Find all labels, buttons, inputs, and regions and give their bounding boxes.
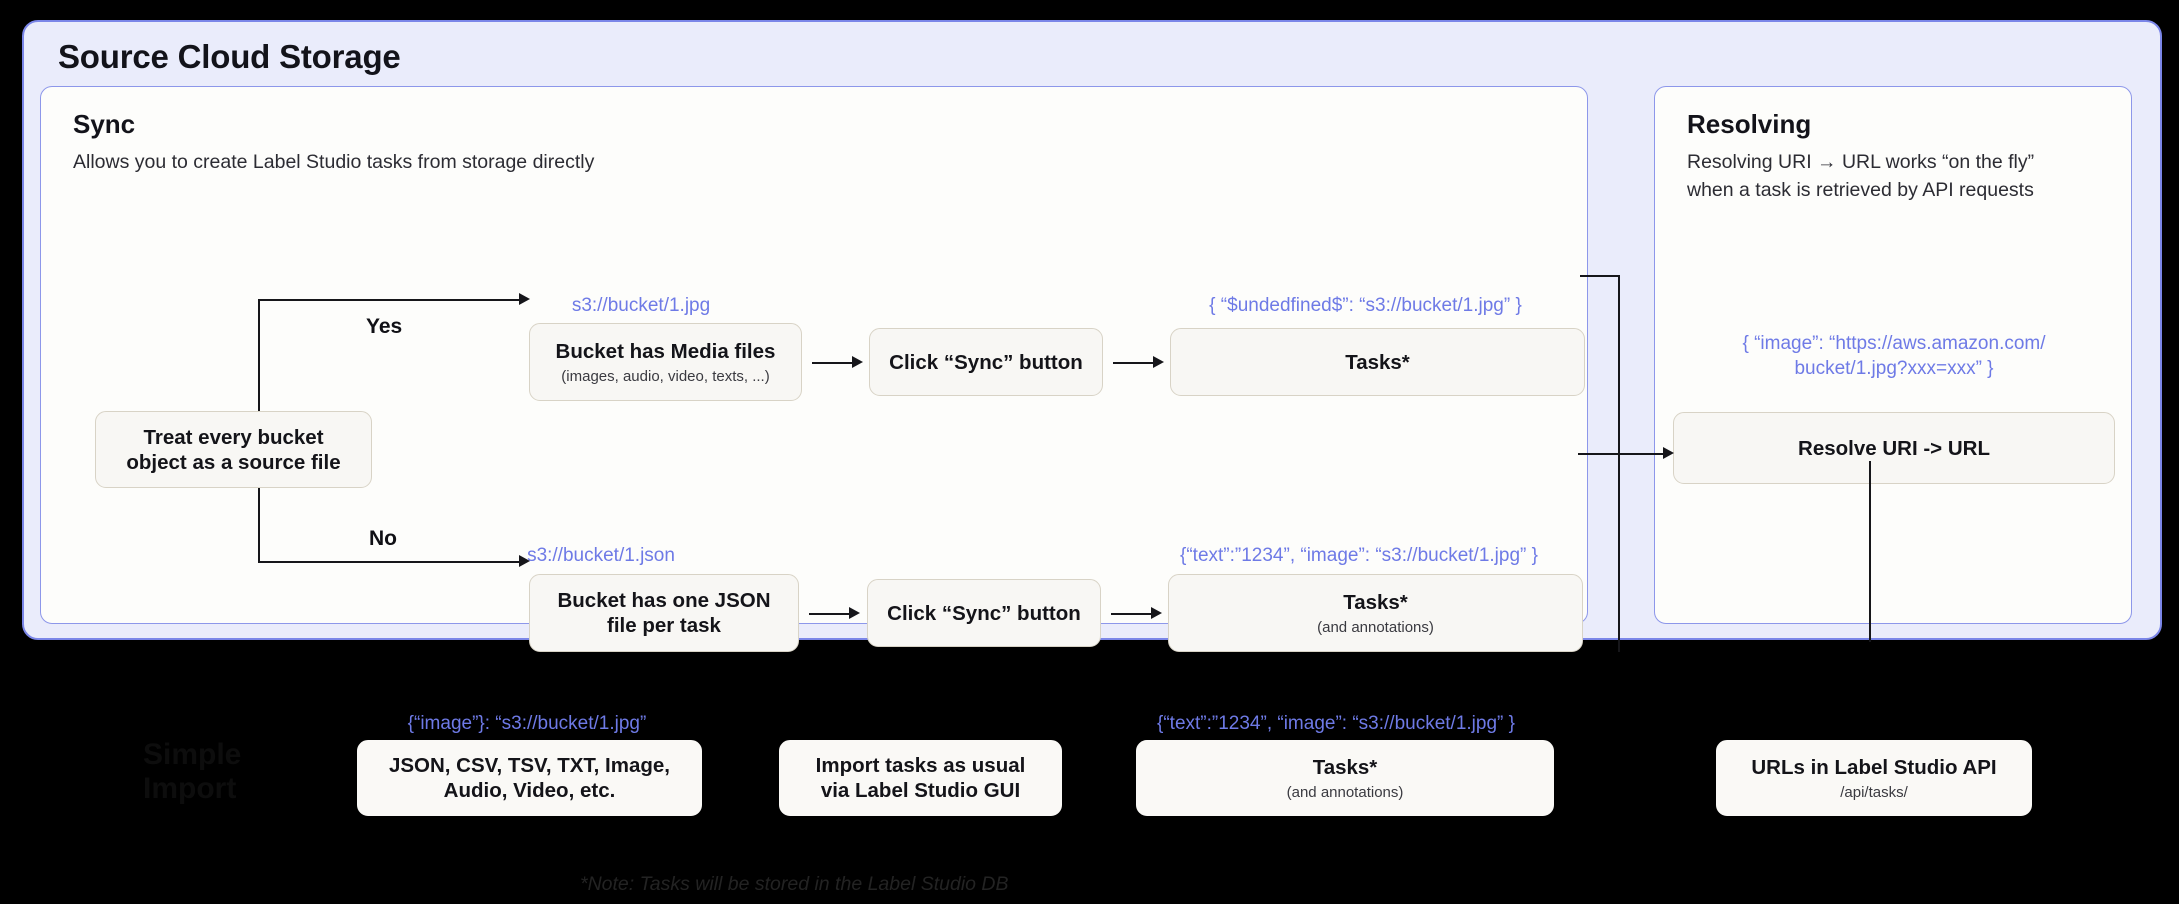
node-label: Bucket has Media files	[555, 339, 776, 363]
node-label: Tasks*	[1312, 755, 1378, 779]
annotation-media-uri: s3://bucket/1.jpg	[571, 295, 711, 316]
annotation-simple-import-formats: {“image”}: “s3://bucket/1.jpg”	[407, 713, 647, 734]
simple-import-section-title: Simple Import	[143, 738, 242, 805]
annotation-json-uri: s3://bucket/1.json	[527, 545, 675, 566]
panel-title: Source Cloud Storage	[58, 38, 401, 75]
arrow-head-no	[519, 554, 530, 567]
connector-tasks-media-exit	[1580, 275, 1620, 277]
arrow-head-json-to-sync	[849, 606, 860, 619]
annotation-tasks-json: {“text”:”1234”, “image”: “s3://bucket/1.…	[1180, 545, 1538, 566]
node-tasks-json[interactable]: Tasks* (and annotations)	[1168, 574, 1583, 652]
node-bucket-has-media-files[interactable]: Bucket has Media files (images, audio, v…	[529, 323, 802, 401]
node-label: Click “Sync” button	[887, 601, 1081, 625]
node-treat-every-bucket-object[interactable]: Treat every bucket object as a source fi…	[95, 411, 372, 488]
node-label: Tasks*	[1343, 590, 1408, 614]
node-sublabel: (and annotations)	[1317, 618, 1434, 636]
annotation-resolved-url: { “image”: “https://aws.amazon.com/ buck…	[1742, 333, 2046, 379]
arrow-sync-to-tasks-media	[1113, 362, 1157, 364]
node-label: Treat every bucket object as a source fi…	[126, 425, 341, 474]
resolving-title: Resolving	[1687, 109, 1812, 139]
arrow-media-to-sync	[812, 362, 856, 364]
node-sublabel: /api/tasks/	[1840, 783, 1908, 801]
node-label: Resolve URI -> URL	[1798, 436, 1990, 460]
source-cloud-storage-panel: Source Cloud Storage Sync Allows you to …	[22, 20, 2162, 652]
connector-tasks-media-down	[1618, 275, 1620, 652]
node-label: Bucket has one JSON file per task	[557, 589, 771, 637]
node-resolve-uri-to-url[interactable]: Resolve URI -> URL	[1673, 412, 2115, 484]
node-supported-formats[interactable]: JSON, CSV, TSV, TXT, Image, Audio, Video…	[357, 740, 702, 816]
node-label: Click “Sync” button	[889, 350, 1083, 374]
node-urls-in-label-studio-api[interactable]: URLs in Label Studio API /api/tasks/	[1716, 740, 2032, 816]
edge-label-yes: Yes	[366, 315, 403, 338]
node-click-sync-button-json[interactable]: Click “Sync” button	[867, 579, 1101, 647]
node-simple-import-tasks[interactable]: Tasks* (and annotations)	[1136, 740, 1554, 816]
arrow-json-to-sync	[809, 613, 853, 615]
node-tasks-media[interactable]: Tasks*	[1170, 328, 1585, 396]
resolving-description: Resolving URI → URL works “on the fly” w…	[1687, 151, 2035, 201]
node-bucket-has-one-json-file[interactable]: Bucket has one JSON file per task	[529, 574, 799, 652]
node-import-tasks-via-gui[interactable]: Import tasks as usual via Label Studio G…	[779, 740, 1062, 816]
branch-arrow-no	[258, 561, 523, 563]
arrow-head-media-to-sync	[852, 355, 863, 368]
node-label: JSON, CSV, TSV, TXT, Image, Audio, Video…	[388, 754, 671, 802]
arrow-head-yes	[519, 292, 530, 305]
connector-resolve-down	[1869, 461, 1871, 642]
arrow-head-into-resolve	[1663, 446, 1674, 459]
resolving-panel: Resolving Resolving URI → URL works “on …	[1654, 86, 2132, 624]
sync-description: Allows you to create Label Studio tasks …	[73, 151, 595, 173]
sync-panel: Sync Allows you to create Label Studio t…	[40, 86, 1588, 652]
sync-title: Sync	[73, 109, 136, 139]
node-click-sync-button-media[interactable]: Click “Sync” button	[869, 328, 1103, 396]
arrow-head-sync-to-tasks-media	[1153, 355, 1164, 368]
arrow-sync-to-tasks-json	[1111, 613, 1155, 615]
node-sublabel: (and annotations)	[1286, 783, 1404, 801]
arrow-head-sync-to-tasks-json	[1151, 606, 1162, 619]
node-label: Import tasks as usual via Label Studio G…	[815, 754, 1026, 802]
annotation-simple-import-tasks: {“text”:”1234”, “image”: “s3://bucket/1.…	[1157, 713, 1515, 734]
branch-stem-down	[258, 488, 260, 561]
edge-label-no: No	[369, 527, 397, 550]
annotation-tasks-media: { “$undedfined$”: “s3://bucket/1.jpg” }	[1209, 295, 1522, 316]
branch-stem-up	[258, 299, 260, 411]
footer-note: *Note: Tasks will be stored in the Label…	[580, 873, 1009, 895]
node-sublabel: (images, audio, video, texts, ...)	[561, 367, 770, 385]
connector-tasks-json-to-resolve	[1578, 453, 1668, 455]
branch-arrow-yes	[258, 299, 523, 301]
node-label: URLs in Label Studio API	[1751, 755, 1997, 779]
node-label: Tasks*	[1345, 350, 1410, 374]
